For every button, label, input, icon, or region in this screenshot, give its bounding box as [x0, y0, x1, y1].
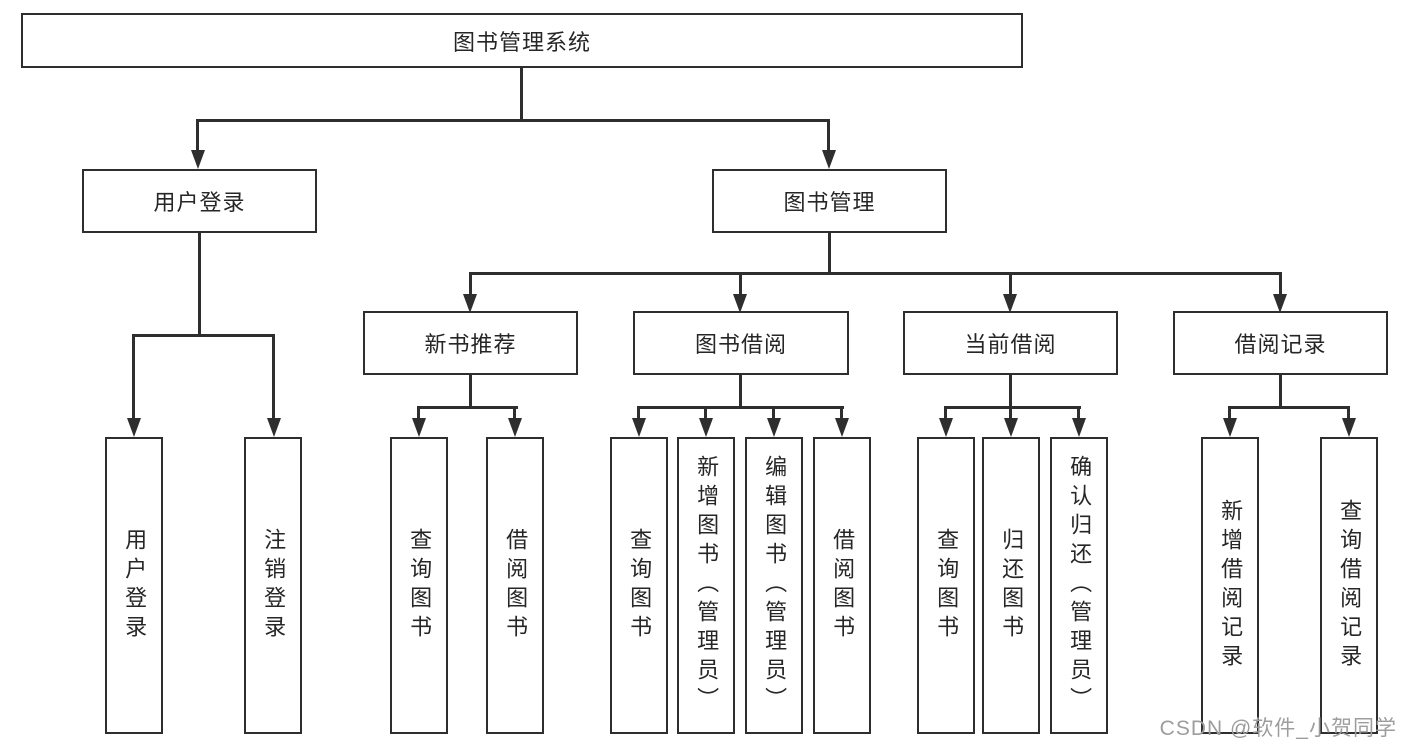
leaf-label: 确认归还（管理员）: [1067, 455, 1093, 716]
arrowhead-down-icon: [1004, 418, 1018, 437]
node-current-borrowing: 当前借阅: [903, 311, 1118, 375]
connector-line: [828, 233, 831, 275]
connector-line: [272, 334, 275, 419]
node-label: 用户登录: [153, 190, 246, 215]
connector-line: [1009, 272, 1012, 296]
node-label: 图书借阅: [694, 332, 787, 357]
arrowhead-down-icon: [1273, 294, 1287, 313]
node-label: 图书管理: [783, 190, 876, 215]
csdn-watermark: CSDN @软件_小贺同学: [1159, 717, 1397, 740]
connector-line: [944, 406, 1081, 409]
connector-line: [1279, 375, 1282, 409]
leaf-label: 编辑图书（管理员）: [762, 455, 788, 716]
leaf-user-login: 用户登录: [105, 437, 163, 734]
connector-line: [469, 272, 472, 296]
connector-line: [196, 119, 830, 122]
connector-line: [132, 334, 275, 337]
connector-line: [469, 272, 1282, 275]
arrowhead-down-icon: [127, 418, 141, 437]
leaf-label: 新增图书（管理员）: [694, 455, 720, 716]
leaf-label: 查询图书: [627, 527, 653, 644]
connector-line: [739, 375, 742, 409]
leaf-label: 新增借阅记录: [1218, 498, 1244, 673]
node-library-system-root: 图书管理系统: [21, 13, 1023, 68]
arrowhead-down-icon: [1072, 418, 1086, 437]
connector-line: [1077, 406, 1080, 420]
node-new-book-recommend: 新书推荐: [363, 311, 578, 375]
connector-line: [944, 406, 947, 420]
leaf-logout: 注销登录: [244, 437, 302, 734]
arrowhead-down-icon: [767, 418, 781, 437]
connector-line: [840, 406, 843, 420]
node-book-management: 图书管理: [712, 169, 947, 233]
connector-line: [417, 406, 420, 420]
arrowhead-down-icon: [822, 150, 836, 169]
leaf-label: 借阅图书: [830, 527, 856, 644]
arrowhead-down-icon: [1223, 418, 1237, 437]
connector-line: [637, 406, 844, 409]
node-label: 当前借阅: [964, 332, 1057, 357]
connector-line: [417, 406, 518, 409]
leaf-label: 查询图书: [407, 527, 433, 644]
connector-line: [1228, 406, 1350, 409]
leaf-query-books-recommend: 查询图书: [390, 437, 448, 734]
arrowhead-down-icon: [699, 418, 713, 437]
leaf-query-books-borrowing: 查询图书: [610, 437, 668, 734]
arrowhead-down-icon: [939, 418, 953, 437]
arrowhead-down-icon: [463, 294, 477, 313]
connector-line: [469, 375, 472, 409]
leaf-add-borrow-record: 新增借阅记录: [1201, 437, 1259, 734]
connector-line: [196, 119, 199, 152]
node-borrowing-records: 借阅记录: [1173, 311, 1388, 375]
arrowhead-down-icon: [733, 294, 747, 313]
leaf-label: 查询借阅记录: [1337, 498, 1363, 673]
arrowhead-down-icon: [412, 418, 426, 437]
leaf-label: 借阅图书: [503, 527, 529, 644]
connector-line: [1009, 375, 1012, 409]
connector-line: [637, 406, 640, 420]
connector-line: [1347, 406, 1350, 420]
leaf-confirm-return-admin: 确认归还（管理员）: [1050, 437, 1108, 734]
node-book-borrowing: 图书借阅: [633, 311, 849, 375]
node-label: 新书推荐: [424, 332, 517, 357]
leaf-return-books: 归还图书: [982, 437, 1040, 734]
connector-line: [513, 406, 516, 420]
connector-line: [132, 334, 135, 419]
node-label: 借阅记录: [1234, 332, 1327, 357]
leaf-edit-book-admin: 编辑图书（管理员）: [745, 437, 803, 734]
leaf-borrow-books-recommend: 借阅图书: [486, 437, 544, 734]
connector-line: [198, 233, 201, 337]
leaf-borrow-books: 借阅图书: [813, 437, 871, 734]
connector-line: [1228, 406, 1231, 420]
arrowhead-down-icon: [267, 418, 281, 437]
connector-line: [704, 406, 707, 420]
leaf-label: 注销登录: [261, 527, 287, 644]
connector-line: [1009, 406, 1012, 420]
leaf-label: 查询图书: [934, 527, 960, 644]
connector-line: [1279, 272, 1282, 296]
leaf-label: 用户登录: [122, 527, 148, 644]
arrowhead-down-icon: [1003, 294, 1017, 313]
connector-line: [772, 406, 775, 420]
node-label: 图书管理系统: [452, 29, 591, 55]
leaf-label: 归还图书: [999, 527, 1025, 644]
connector-line: [520, 68, 523, 122]
leaf-query-borrow-record: 查询借阅记录: [1320, 437, 1378, 734]
leaf-add-book-admin: 新增图书（管理员）: [677, 437, 735, 734]
arrowhead-down-icon: [632, 418, 646, 437]
arrowhead-down-icon: [508, 418, 522, 437]
arrowhead-down-icon: [835, 418, 849, 437]
leaf-query-books-current: 查询图书: [917, 437, 975, 734]
connector-line: [827, 119, 830, 152]
connector-line: [739, 272, 742, 296]
arrowhead-down-icon: [1342, 418, 1356, 437]
arrowhead-down-icon: [191, 150, 205, 169]
node-user-login: 用户登录: [82, 169, 317, 233]
